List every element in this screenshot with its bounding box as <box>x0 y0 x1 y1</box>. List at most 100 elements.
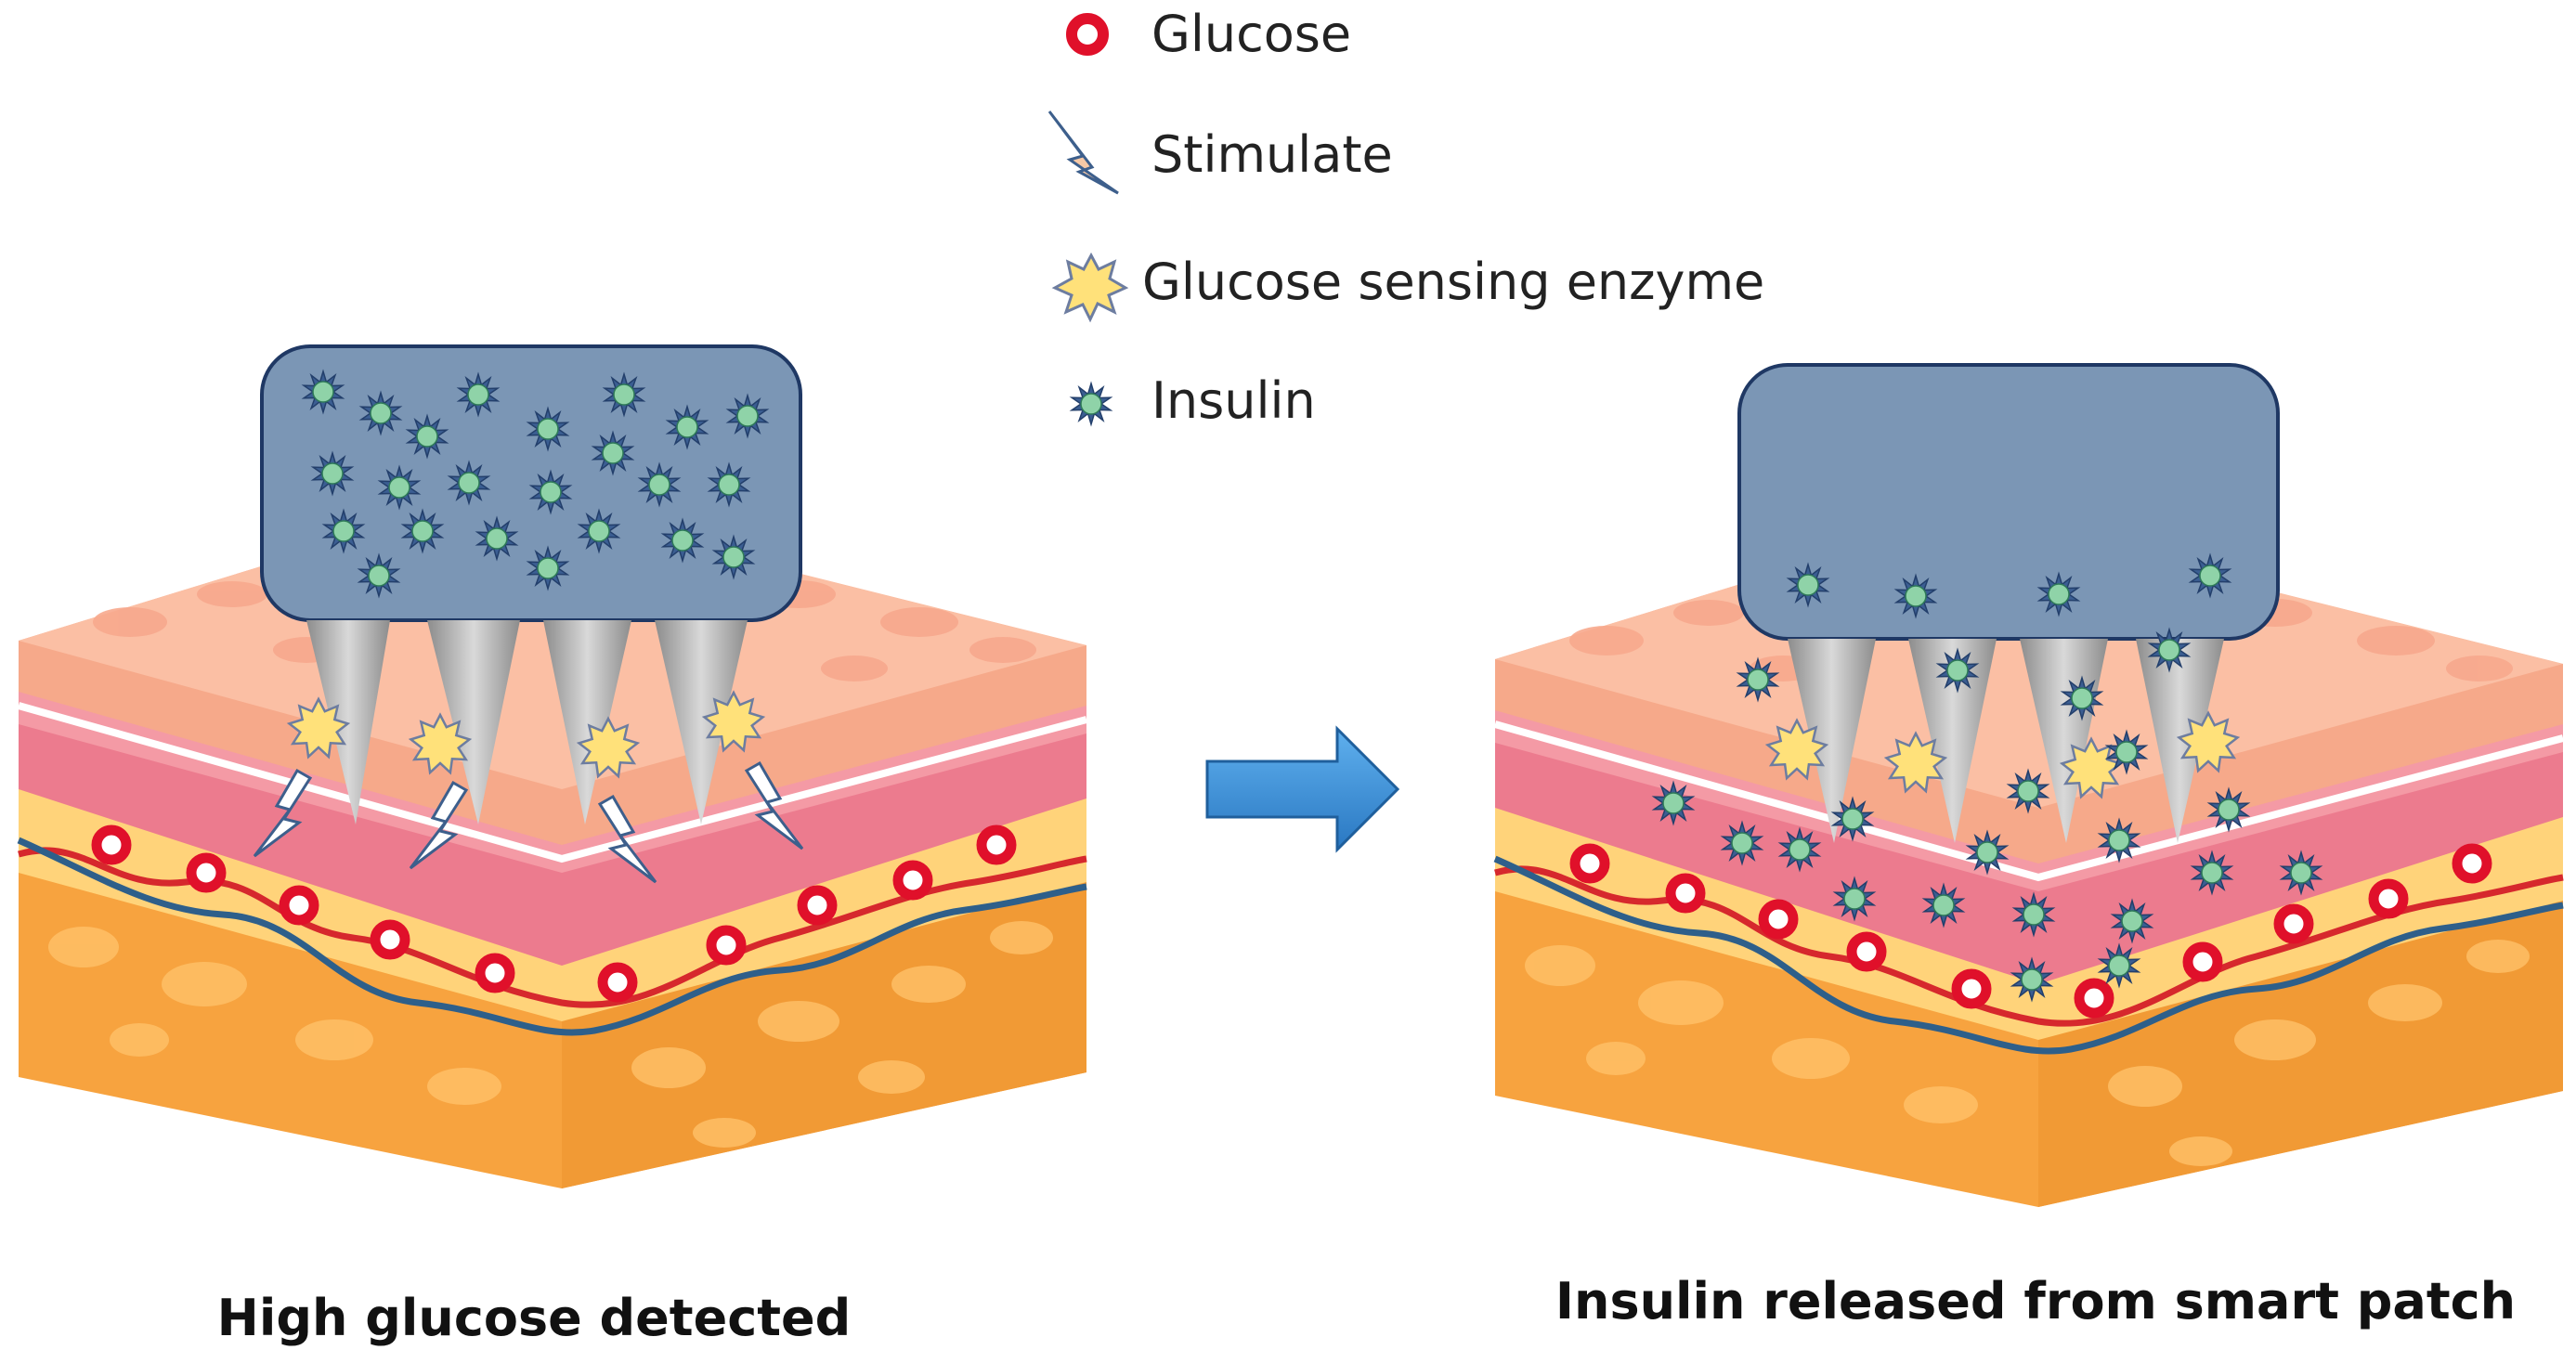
insulin-molecule <box>1736 656 1780 703</box>
legend-label-enzyme: Glucose sensing enzyme <box>1142 253 1764 311</box>
dermis-layer <box>19 687 1086 966</box>
insulin-molecule <box>725 393 770 439</box>
insulin-molecule <box>1069 381 1113 427</box>
insulin-molecule <box>405 413 449 460</box>
enzyme-molecule <box>576 716 641 779</box>
enzyme-group-left <box>286 690 766 779</box>
caption-left: High glucose detected <box>217 1289 852 1347</box>
blood-vessel-blue <box>17 837 1087 1036</box>
needles-left <box>306 620 748 824</box>
glucose-molecule <box>1665 873 1706 914</box>
legend-label-stimulate: Stimulate <box>1151 125 1393 184</box>
insulin-molecule <box>2006 768 2050 814</box>
glucose-molecule <box>597 962 638 1003</box>
insulin-molecule <box>2147 627 2192 673</box>
insulin-molecule <box>2011 891 2056 938</box>
insulin-molecule <box>456 371 501 418</box>
insulin-molecule <box>526 545 570 591</box>
glucose-molecule <box>1758 899 1799 940</box>
insulin-group-left <box>301 369 770 599</box>
stimulate-group-left <box>253 760 804 884</box>
insulin-molecule <box>528 469 573 515</box>
insulin-molecule <box>447 460 491 506</box>
needle <box>1788 639 1876 843</box>
glucose-molecule <box>370 919 410 960</box>
dermis-separator <box>17 702 1088 863</box>
legend: Glucose Stimulate Glucose sensing enzyme… <box>1047 5 1764 430</box>
glucose-molecule <box>2368 878 2409 919</box>
insulin-molecule <box>2190 850 2234 896</box>
blood-vessel-blue <box>1493 855 2564 1055</box>
glucose-molecule <box>186 852 227 893</box>
insulin-molecule <box>2104 729 2149 775</box>
glucose-group-right <box>1569 843 2492 1019</box>
insulin-molecule <box>2097 942 2141 989</box>
insulin-molecule <box>591 430 635 476</box>
insulin-molecule <box>2279 850 2323 896</box>
insulin-molecule <box>1935 647 1980 694</box>
patch-body <box>1737 363 2280 641</box>
insulin-group-right <box>1651 552 2323 1003</box>
insulin-molecule <box>2110 898 2154 944</box>
insulin-molecule <box>1651 780 1696 826</box>
insulin-molecule <box>602 371 646 418</box>
microneedle-patch-right <box>1737 363 2280 843</box>
enzyme-molecule <box>1764 718 1829 781</box>
insulin-molecule <box>1786 562 1830 608</box>
legend-item-enzyme: Glucose sensing enzyme <box>1051 252 1764 323</box>
insulin-molecule <box>660 517 705 564</box>
insulin-molecule <box>526 406 570 452</box>
glucose-molecule <box>976 824 1017 865</box>
insulin-molecule <box>2010 956 2054 1003</box>
glucose-molecule <box>2452 843 2492 884</box>
legend-label-insulin: Insulin <box>1151 371 1316 430</box>
glucose-molecule <box>706 925 747 966</box>
glucose-molecule <box>2182 941 2223 982</box>
needles-right <box>1788 639 2224 843</box>
glucose-molecule <box>892 860 933 901</box>
stimulate-bolt <box>409 780 469 870</box>
insulin-molecule <box>2097 817 2141 863</box>
legend-item-stimulate: Stimulate <box>1047 110 1393 195</box>
insulin-molecule <box>707 461 751 508</box>
glucose-molecule <box>91 824 132 865</box>
insulin-molecule <box>377 464 422 511</box>
needle <box>427 620 520 824</box>
dermis-layer <box>1495 706 2563 984</box>
insulin-molecule <box>1720 820 1764 866</box>
enzyme-icon <box>1051 252 1129 323</box>
blood-vessel-red <box>18 847 1087 1008</box>
enzyme-molecule <box>2059 736 2124 799</box>
insulin-molecule <box>1832 876 1877 922</box>
enzyme-molecule <box>701 690 766 753</box>
right-panel: Insulin released from smart patch <box>1493 363 2565 1331</box>
insulin-molecule <box>357 552 401 599</box>
insulin-molecule <box>321 508 366 554</box>
insulin-molecule <box>1893 573 1938 619</box>
glucose-molecule <box>279 885 319 926</box>
legend-item-insulin: Insulin <box>1069 371 1316 430</box>
insulin-molecule <box>1965 829 2010 876</box>
needle <box>1908 639 1997 843</box>
transition-arrow <box>1205 725 1400 853</box>
insulin-icon <box>1069 381 1113 427</box>
enzyme-molecule <box>286 696 351 759</box>
stimulate-bolt <box>597 794 657 884</box>
enzyme-molecule <box>2176 710 2241 773</box>
left-panel: High glucose detected <box>17 344 1088 1347</box>
glucose-molecule <box>2074 978 2114 1019</box>
stimulate-bolt <box>253 768 313 858</box>
insulin-molecule <box>1777 826 1822 873</box>
needle <box>655 620 748 824</box>
stimulate-bolt <box>744 760 804 850</box>
needle <box>543 620 631 824</box>
insulin-molecule <box>1921 882 1966 928</box>
caption-right: Insulin released from smart patch <box>1555 1272 2516 1331</box>
glucose-molecule <box>2273 903 2314 944</box>
needle <box>2136 639 2224 843</box>
insulin-molecule <box>2188 552 2232 599</box>
microneedle-patch-left <box>260 344 802 824</box>
insulin-molecule <box>2206 786 2251 833</box>
enzyme-molecule <box>1883 731 1948 794</box>
